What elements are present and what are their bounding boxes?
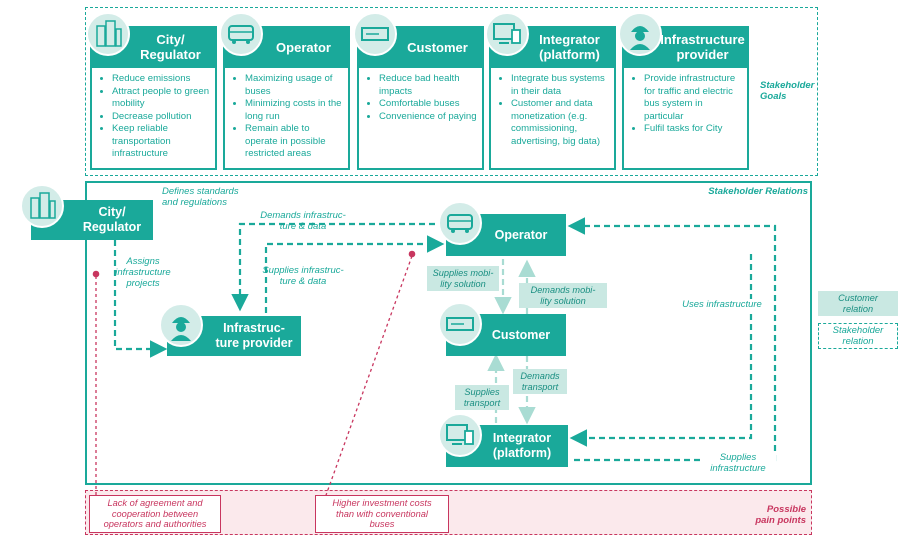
node-operator-icon-circle: [438, 201, 482, 245]
goal-card-body-0: Reduce emissionsAttract people to green …: [90, 66, 217, 170]
goal-item: Reduce bad health impacts: [379, 73, 478, 98]
legend-stakeholder-relation: Stakeholder relation: [818, 323, 898, 349]
label-demands-infra: Demands infrastruc- ture & data: [260, 210, 346, 232]
devices-icon: [493, 23, 521, 44]
goal-card-body-3: Integrate bus systems in their dataCusto…: [489, 66, 616, 170]
buildings-icon: [96, 20, 122, 47]
node-city-icon-circle: [20, 184, 64, 228]
goal-card-body-1: Maximizing usage of busesMinimizing cost…: [223, 66, 350, 170]
pain-point-1: Lack of agreement and cooperation betwee…: [89, 495, 221, 533]
goal-card-icon-circle: [86, 12, 130, 56]
ticket-icon: [361, 27, 389, 41]
goal-card-title: Integrator (platform): [539, 32, 600, 62]
node-customer-icon-circle: [438, 302, 482, 346]
label-uses-infra: Uses infrastructure: [672, 299, 772, 310]
goal-card-body-4: Provide infrastructure for traffic and e…: [622, 66, 749, 170]
goal-list: Reduce emissionsAttract people to green …: [92, 68, 215, 161]
goal-card-title: Operator: [276, 39, 331, 55]
pain-line-2: [324, 255, 413, 499]
node-integrator-icon-circle: [438, 413, 482, 457]
goal-item: Comfortable buses: [379, 98, 478, 111]
devices-icon: [446, 424, 474, 445]
relations-section-label: Stakeholder Relations: [708, 186, 808, 197]
goal-card-header-0: City/ Regulator: [90, 26, 217, 68]
goal-item: Provide infrastructure for traffic and e…: [644, 73, 743, 123]
relations-section-frame: [85, 181, 812, 485]
goal-item: Reduce emissions: [112, 73, 211, 86]
label-defines: Defines standards and regulations: [162, 186, 239, 208]
label-assigns: Assigns infrastructure projects: [115, 256, 171, 289]
worker-icon: [171, 317, 191, 341]
arrow-supplies-infra-2: [569, 254, 753, 447]
ticket-icon: [446, 317, 474, 331]
arrow-supplies-infra: [264, 235, 445, 313]
legend-customer-relation: Customer relation: [818, 291, 898, 316]
arrow-assigns: [113, 240, 168, 358]
arrow-uses-infra: [567, 217, 777, 462]
goal-item: Decrease pollution: [112, 111, 211, 124]
pain-point-2: Higher investment costs than with conven…: [315, 495, 449, 533]
buildings-icon: [30, 192, 56, 219]
label-demands-transport: Demands transport: [513, 369, 567, 394]
goal-card-title: Customer: [407, 39, 468, 55]
goal-list: Reduce bad health impactsComfortable bus…: [359, 68, 482, 123]
goal-card-title: Infrastructure provider: [660, 32, 745, 62]
goal-item: Minimizing costs in the long run: [245, 98, 344, 123]
goal-item: Remain able to operate in possible restr…: [245, 123, 344, 161]
arrow-demands-infra: [231, 222, 445, 312]
label-supplies-transport: Supplies transport: [455, 385, 509, 410]
label-demands-mobility: Demands mobi- lity solution: [519, 283, 607, 308]
goal-list: Integrate bus systems in their dataCusto…: [491, 68, 614, 148]
label-supplies-mobility: Supplies mobi- lity solution: [427, 266, 499, 291]
bus-icon: [228, 25, 254, 44]
goal-item: Customer and data monetization (e.g. com…: [511, 98, 610, 148]
goal-item: Convenience of paying: [379, 111, 478, 124]
goal-item: Integrate bus systems in their data: [511, 73, 610, 98]
bus-icon: [447, 214, 473, 233]
pain-points-section-label: Possible pain points: [755, 504, 806, 526]
goal-card-icon-circle: [618, 12, 662, 56]
label-supplies-infra-2: Supplies infrastructure: [700, 452, 776, 474]
goal-card-icon-circle: [485, 12, 529, 56]
pain-dot-2: [408, 250, 416, 258]
node-infra-icon-circle: [159, 303, 203, 347]
goal-item: Maximizing usage of buses: [245, 73, 344, 98]
worker-icon: [630, 26, 650, 50]
label-supplies-infra: Supplies infrastruc- ture & data: [262, 265, 344, 287]
goals-section-label: Stakeholder Goals: [760, 80, 815, 102]
goal-item: Fulfil tasks for City: [644, 123, 743, 136]
goal-card-icon-circle: [353, 12, 397, 56]
goal-item: Attract people to green mobility: [112, 86, 211, 111]
goal-list: Provide infrastructure for traffic and e…: [624, 68, 747, 136]
goal-card-icon-circle: [219, 12, 263, 56]
goals-section-frame: [85, 7, 818, 176]
goal-card-body-2: Reduce bad health impactsComfortable bus…: [357, 66, 484, 170]
goal-card-title: City/ Regulator: [140, 32, 201, 62]
goal-list: Maximizing usage of busesMinimizing cost…: [225, 68, 348, 161]
pain-dot-1: [92, 270, 100, 278]
goal-item: Keep reliable transportation infrastruct…: [112, 123, 211, 161]
